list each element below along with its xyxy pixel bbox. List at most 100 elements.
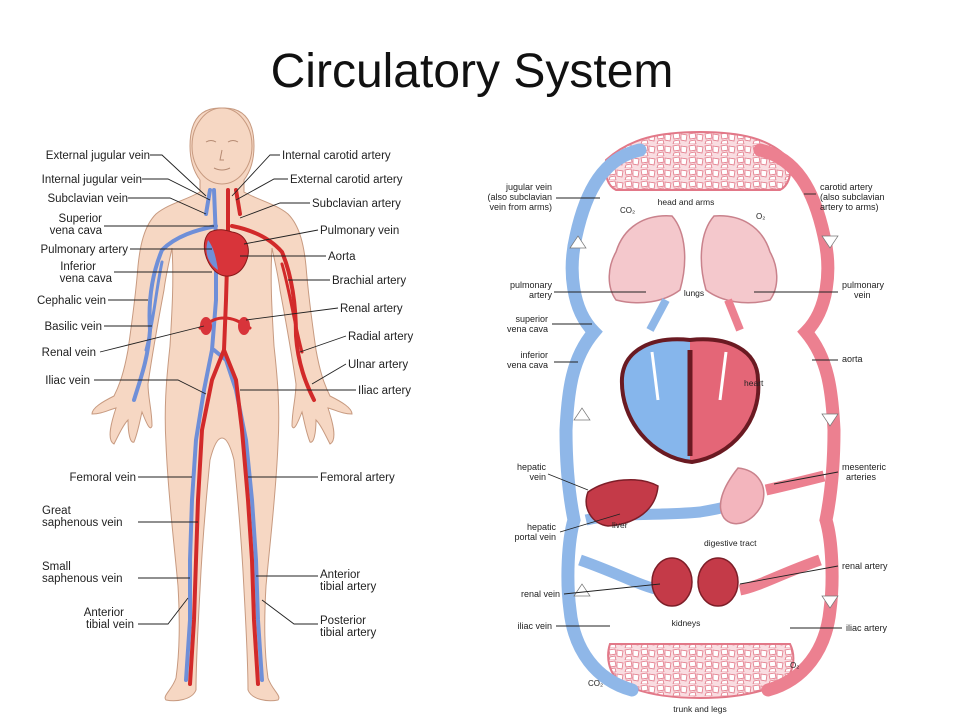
- loop-label-vena-cava-inferior: vena cava: [507, 360, 548, 370]
- loop-label-iliac-artery: iliac artery: [846, 623, 888, 633]
- body-right-labels: Internal carotid artery External carotid…: [282, 150, 413, 639]
- arterial-channel: [753, 143, 841, 697]
- label-anterior-right: Anterior: [320, 569, 360, 581]
- label-iliac-vein: Iliac vein: [45, 375, 90, 387]
- inner-label-head-and-arms: head and arms: [658, 197, 715, 207]
- loop-label-mesenteric: mesenteric: [842, 462, 887, 472]
- label-iliac-artery: Iliac artery: [358, 385, 411, 397]
- chem-label-co2-bottom: CO₂: [588, 679, 603, 688]
- loop-left-labels: jugular vein (also subclavian vein from …: [487, 182, 560, 631]
- loop-label-arteries: arteries: [846, 472, 877, 482]
- loop-label-hepatic: hepatic: [517, 462, 547, 472]
- kidney-shapes: [200, 317, 250, 335]
- loop-right-labels: carotid artery (also subclavian artery t…: [820, 182, 888, 633]
- head: [191, 107, 253, 185]
- digestive-tract: [719, 467, 765, 525]
- body-silhouette: [91, 107, 353, 702]
- label-saphenous-vein-small: saphenous vein: [42, 573, 123, 585]
- lung-vessels: [646, 298, 744, 332]
- loop-label-pulmonary-left: pulmonary: [510, 280, 553, 290]
- label-internal-carotid-artery: Internal carotid artery: [282, 150, 391, 162]
- circulation-loop-diagram: [559, 130, 841, 700]
- loop-label-pulmonary-right: pulmonary: [842, 280, 885, 290]
- label-small: Small: [42, 561, 71, 573]
- label-aorta: Aorta: [328, 251, 356, 263]
- inner-label-lungs: lungs: [684, 288, 704, 298]
- label-basilic-vein: Basilic vein: [44, 321, 102, 333]
- label-external-jugular-vein: External jugular vein: [46, 150, 150, 162]
- loop-left-leaders: [547, 197, 661, 627]
- loop-label-artery: artery: [529, 290, 553, 300]
- inner-label-heart: heart: [744, 378, 764, 388]
- label-femoral-vein: Femoral vein: [70, 472, 136, 484]
- label-subclavian-artery: Subclavian artery: [312, 198, 401, 210]
- label-femoral-artery: Femoral artery: [320, 472, 395, 484]
- loop-inner-labels: head and arms lungs heart liver digestiv…: [612, 197, 764, 714]
- label-tibial-vein: tibial vein: [86, 619, 134, 631]
- chem-label-o2-bottom: O₂: [790, 661, 799, 670]
- loop-label-iliac-vein: iliac vein: [517, 621, 552, 631]
- label-subclavian-vein: Subclavian vein: [47, 193, 128, 205]
- flow-arrows: [569, 235, 839, 609]
- label-vena-cava-superior: vena cava: [50, 225, 103, 237]
- label-inferior: Inferior: [60, 261, 96, 273]
- loop-right-leaders: [739, 193, 842, 629]
- gas-exchange-labels: CO₂ O₂ CO₂ O₂: [588, 206, 799, 688]
- loop-label-jugular-vein: jugular vein: [505, 182, 552, 192]
- loop-label-inferior: inferior: [520, 350, 548, 360]
- loop-label-renal-artery: renal artery: [842, 561, 888, 571]
- body-left-leaders: [94, 154, 214, 625]
- inner-label-digestive-tract: digestive tract: [704, 538, 757, 548]
- label-pulmonary-vein: Pulmonary vein: [320, 225, 399, 237]
- label-pulmonary-artery: Pulmonary artery: [40, 244, 128, 256]
- heart-diagram: [619, 337, 761, 465]
- label-renal-vein: Renal vein: [42, 347, 96, 359]
- label-great: Great: [42, 505, 72, 517]
- liver: [585, 479, 659, 527]
- venous-return-channel: [559, 143, 647, 697]
- head-capillary-bed: [604, 130, 792, 191]
- loop-label-vein-from-arms: vein from arms): [489, 202, 552, 212]
- chem-label-o2-top: O₂: [756, 212, 765, 221]
- label-renal-artery: Renal artery: [340, 303, 403, 315]
- mesenteric-vessel: [764, 470, 826, 496]
- label-external-carotid-artery: External carotid artery: [290, 174, 403, 186]
- inner-label-kidneys: kidneys: [672, 618, 701, 628]
- loop-label-renal-vein: renal vein: [521, 589, 560, 599]
- label-saphenous-vein-great: saphenous vein: [42, 517, 123, 529]
- label-anterior-left: Anterior: [84, 607, 124, 619]
- loop-label-also-subclavian-vein: (also subclavian: [487, 192, 552, 202]
- loop-label-superior: superior: [515, 314, 548, 324]
- body-left-labels: External jugular vein Internal jugular v…: [37, 150, 150, 631]
- loop-label-also-subclavian-artery: (also subclavian: [820, 192, 885, 202]
- label-tibial-artery-posterior: tibial artery: [320, 627, 376, 639]
- inner-label-liver: liver: [612, 520, 628, 530]
- slide-title: Circulatory System: [270, 45, 674, 98]
- label-internal-jugular-vein: Internal jugular vein: [42, 174, 142, 186]
- face-features: [205, 140, 239, 171]
- label-radial-artery: Radial artery: [348, 331, 413, 343]
- inner-label-trunk-and-legs: trunk and legs: [673, 704, 726, 714]
- human-body-figure: [91, 107, 353, 702]
- label-posterior: Posterior: [320, 615, 366, 627]
- loop-label-carotid-artery: carotid artery: [820, 182, 873, 192]
- label-cephalic-vein: Cephalic vein: [37, 295, 106, 307]
- body-right-leaders: [231, 154, 356, 625]
- heart: [203, 229, 249, 277]
- label-brachial-artery: Brachial artery: [332, 275, 406, 287]
- loop-label-hepatic-2: hepatic: [527, 522, 557, 532]
- loop-label-aorta: aorta: [842, 354, 863, 364]
- loop-label-artery-to-arms: artery to arms): [820, 202, 879, 212]
- loop-label-portal-vein: portal vein: [514, 532, 556, 542]
- label-superior: Superior: [59, 213, 103, 225]
- renal-vessel-red: [738, 554, 822, 596]
- kidneys: [651, 557, 739, 607]
- chem-label-co2-top: CO₂: [620, 206, 635, 215]
- label-vena-cava-inferior: vena cava: [60, 273, 113, 285]
- loop-label-vein: vein: [529, 472, 546, 482]
- label-ulnar-artery: Ulnar artery: [348, 359, 408, 371]
- label-tibial-artery-anterior: tibial artery: [320, 581, 376, 593]
- loop-label-vein-right: vein: [854, 290, 871, 300]
- loop-label-vena-cava-superior: vena cava: [507, 324, 548, 334]
